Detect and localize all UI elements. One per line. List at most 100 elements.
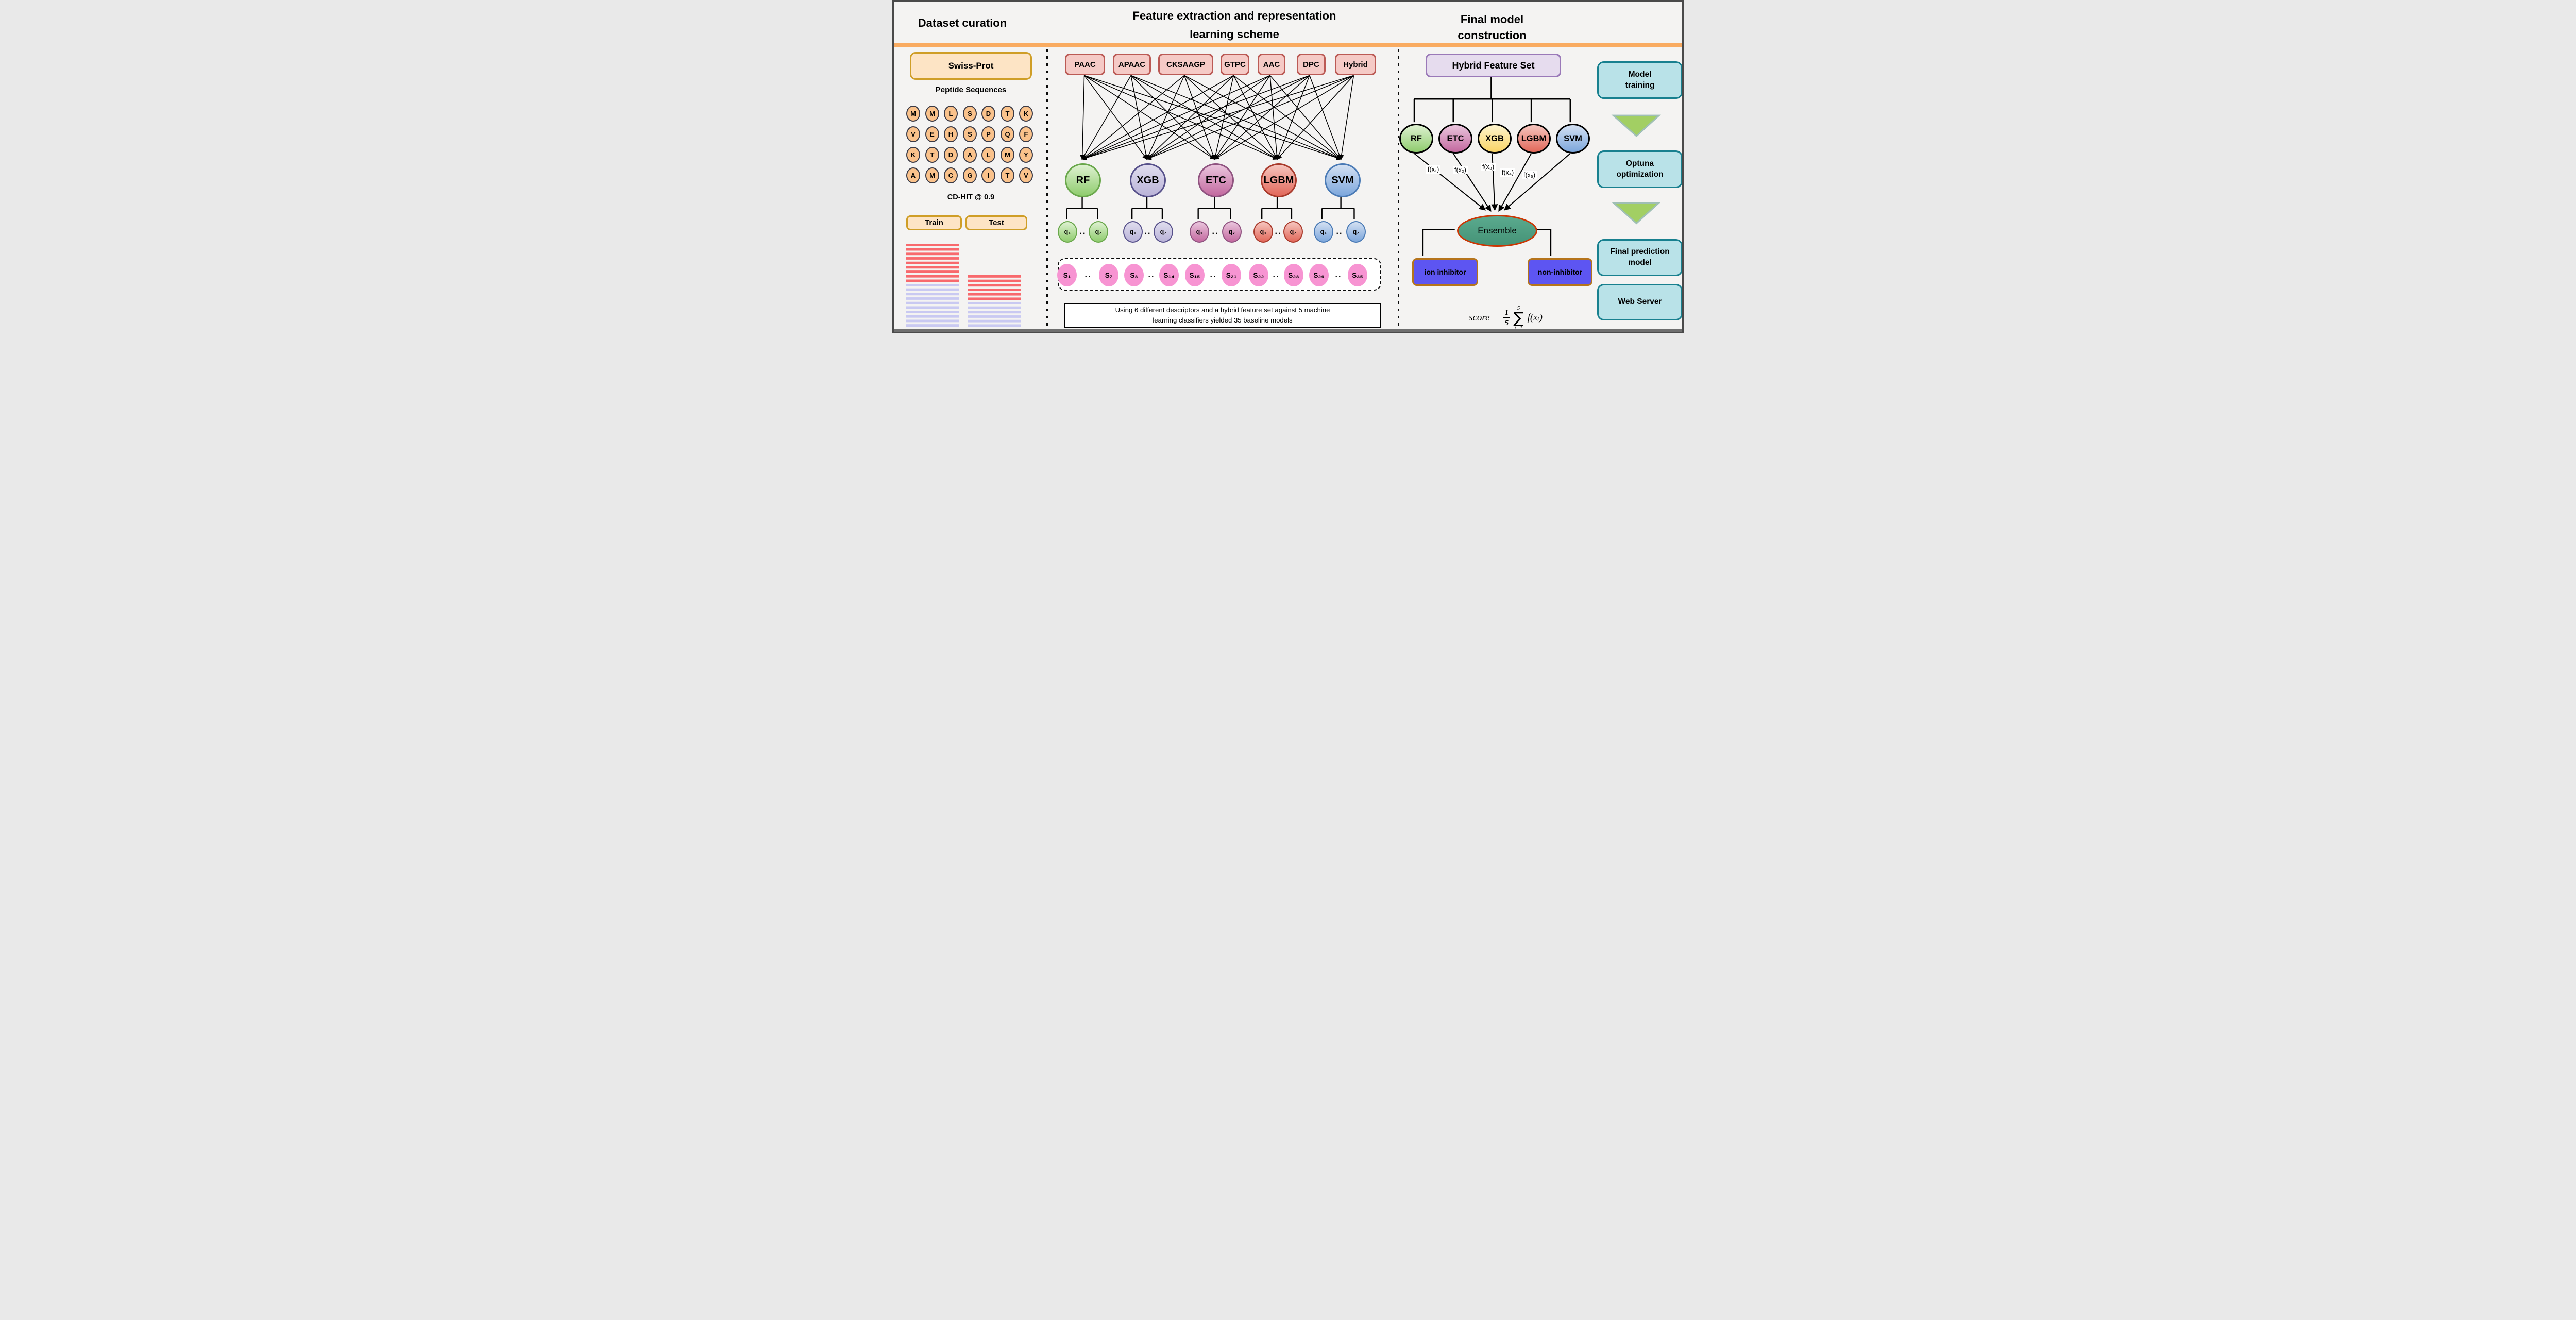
formula-denominator: 5 [1504, 318, 1509, 327]
section-title-dataset-curation: Dataset curation [918, 16, 1007, 29]
cdhit-label: CD-HIT @ 0.9 [947, 193, 995, 201]
ellipsis: .. [1273, 270, 1280, 279]
output-box-non-inhibitor: non-inhibitor [1528, 258, 1592, 286]
final-classifier-xgb: XGB [1478, 124, 1512, 154]
classifier-circle-svm: SVM [1325, 163, 1361, 197]
ellipsis: .. [1275, 227, 1282, 236]
residue-circle: C [944, 167, 958, 183]
residue-circle: M [906, 106, 920, 122]
sidebar-step-optuna-optimization: Optuna optimization [1597, 150, 1682, 188]
test-stripes-blue [968, 302, 1021, 327]
ellipsis: .. [1079, 227, 1087, 236]
q-node: q₁ [1123, 221, 1143, 243]
residue-circle: L [981, 147, 995, 163]
s-node: S₃₅ [1348, 264, 1367, 286]
residue-circle: M [925, 167, 939, 183]
section-title-final-model-line1: Final model [1460, 13, 1524, 26]
ensemble-node: Ensemble [1457, 215, 1537, 247]
ellipsis: .. [1336, 227, 1343, 236]
q-node: q₇ [1222, 221, 1242, 243]
hybrid-feature-set-box: Hybrid Feature Set [1426, 54, 1561, 77]
s-node: S₂₈ [1284, 264, 1303, 286]
residue-circle: T [1001, 106, 1014, 122]
fx-label-5: f(x₅) [1522, 171, 1537, 179]
formula-equals: = [1493, 312, 1500, 323]
sum-lower-limit: i=1 [1514, 324, 1523, 331]
descriptor-box-hybrid: Hybrid [1335, 54, 1376, 75]
train-stripes-red [906, 244, 959, 282]
s-node: S₁₅ [1185, 264, 1205, 286]
fx-label-2: f(x₂) [1453, 166, 1468, 174]
score-formula: score = 1 5 5 ∑ i=1 f(xᵢ) [1427, 299, 1584, 332]
residue-circle: V [906, 126, 920, 142]
sidebar-step-web-server: Web Server [1597, 284, 1682, 320]
s-node: S₂₂ [1249, 264, 1268, 286]
classifier-circle-lgbm: LGBM [1261, 163, 1297, 197]
residue-circle: G [963, 167, 977, 183]
sidebar-step-final-prediction-model: Final prediction model [1597, 239, 1682, 276]
descriptor-box-apaac: APAAC [1113, 54, 1151, 75]
ellipsis: .. [1148, 270, 1155, 279]
residue-circle: Q [1001, 126, 1014, 142]
formula-lhs: score [1469, 312, 1490, 323]
ellipsis: .. [1210, 270, 1217, 279]
residue-circle: L [944, 106, 958, 122]
formula-summation: 5 ∑ i=1 [1513, 304, 1524, 331]
q-node: q₁ [1058, 221, 1077, 243]
train-box: Train [906, 215, 962, 230]
ellipsis: .. [1335, 270, 1342, 279]
residue-circle: A [906, 167, 920, 183]
residue-circle: M [925, 106, 939, 122]
test-box: Test [965, 215, 1027, 230]
descriptor-box-paac: PAAC [1065, 54, 1105, 75]
formula-numerator: 1 [1504, 308, 1509, 317]
residue-circle: T [925, 147, 939, 163]
train-stripes-blue [906, 284, 959, 327]
s-node: S₂₉ [1309, 264, 1329, 286]
q-node: q₇ [1346, 221, 1366, 243]
sigma-symbol: ∑ [1513, 309, 1524, 327]
residue-circle: M [1001, 147, 1014, 163]
q-node: q₁ [1253, 221, 1273, 243]
residue-circle: S [963, 126, 977, 142]
sum-upper-limit: 5 [1517, 304, 1520, 311]
residue-circle: E [925, 126, 939, 142]
section-title-final-model-line2: construction [1458, 29, 1527, 42]
residue-circle: I [981, 167, 995, 183]
formula-fraction: 1 5 [1503, 309, 1510, 328]
final-classifier-rf: RF [1399, 124, 1433, 154]
figure-frame: Dataset curation Feature extraction and … [892, 0, 1684, 333]
q-node: q₁ [1314, 221, 1333, 243]
ellipsis: .. [1144, 227, 1151, 236]
section-title-feature-extraction-line2: learning scheme [1190, 28, 1279, 41]
residue-circle: V [1019, 167, 1033, 183]
residue-circle: D [981, 106, 995, 122]
residue-circle: D [944, 147, 958, 163]
ellipsis: .. [1212, 227, 1219, 236]
s-node: S₁ [1057, 264, 1077, 286]
s-node: S₂₁ [1222, 264, 1241, 286]
q-node: q₇ [1283, 221, 1303, 243]
fx-label-3: f(x₃) [1481, 163, 1496, 171]
descriptor-box-dpc: DPC [1297, 54, 1326, 75]
fraction-bar [1503, 317, 1510, 318]
baseline-models-caption: Using 6 different descriptors and a hybr… [1064, 303, 1381, 328]
column-divider-left [1046, 49, 1048, 332]
peptide-sequences-label: Peptide Sequences [935, 86, 1007, 94]
q-node: q₁ [1190, 221, 1209, 243]
section-title-feature-extraction-line1: Feature extraction and representation [1132, 9, 1336, 22]
classifier-circle-etc: ETC [1198, 163, 1234, 197]
classifier-circle-xgb: XGB [1130, 163, 1166, 197]
s-node: S₈ [1124, 264, 1144, 286]
residue-circle: Y [1019, 147, 1033, 163]
residue-circle: T [1001, 167, 1014, 183]
fx-label-4: f(x₄) [1500, 168, 1516, 177]
residue-circle: P [981, 126, 995, 142]
descriptor-box-aac: AAC [1258, 54, 1285, 75]
final-classifier-svm: SVM [1556, 124, 1590, 154]
residue-circle: K [1019, 106, 1033, 122]
q-node: q₇ [1154, 221, 1173, 243]
descriptor-box-cksaagp: CKSAAGP [1158, 54, 1213, 75]
final-classifier-etc: ETC [1438, 124, 1472, 154]
residue-circle: S [963, 106, 977, 122]
